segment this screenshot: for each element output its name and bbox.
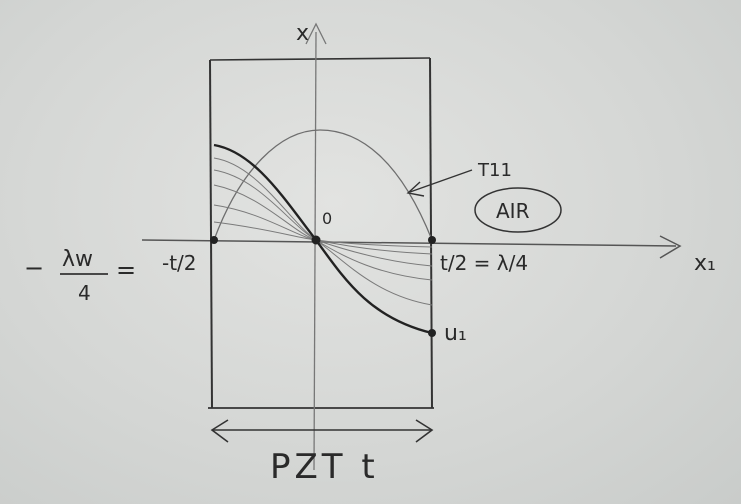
origin-label: 0 <box>322 209 332 228</box>
air-ellipse <box>474 187 562 233</box>
thickness-arrowhead-left <box>210 419 229 443</box>
left-equation-equals: = <box>116 256 136 284</box>
t11-pointer-arrowhead <box>406 181 425 197</box>
pzt-thickness-label: PZT t <box>270 447 379 487</box>
curve-t11 <box>213 129 433 241</box>
t11-pointer-arrow <box>409 169 473 193</box>
origin-dot <box>311 235 321 245</box>
left-boundary-label: -t/2 <box>162 251 197 275</box>
box-right-edge <box>429 57 433 409</box>
box-left-edge <box>209 59 213 409</box>
curve-u1 <box>213 143 433 335</box>
left-equation-denominator: 4 <box>78 281 91 305</box>
air-label: AIR <box>496 199 530 223</box>
displacement-curve-5 <box>213 157 433 306</box>
thickness-arrowhead-right <box>415 419 434 443</box>
y-axis-label: x <box>296 21 309 46</box>
left-boundary-dot <box>210 236 218 244</box>
left-equation-prefix: − <box>24 254 44 282</box>
x-axis-label: x₁ <box>694 251 716 276</box>
t11-label: T11 <box>477 160 512 181</box>
left-equation-numerator: λw <box>62 247 93 272</box>
u1-endpoint-dot <box>428 329 436 337</box>
x-axis-arrowhead <box>659 235 682 259</box>
right-boundary-dot <box>428 236 436 244</box>
y-axis-arrowhead <box>305 22 327 45</box>
u1-label: u₁ <box>444 321 467 346</box>
y-axis <box>313 31 317 471</box>
x-axis <box>141 239 677 247</box>
right-boundary-label: t/2 = λ/4 <box>440 251 528 275</box>
box-top-edge <box>209 57 431 61</box>
